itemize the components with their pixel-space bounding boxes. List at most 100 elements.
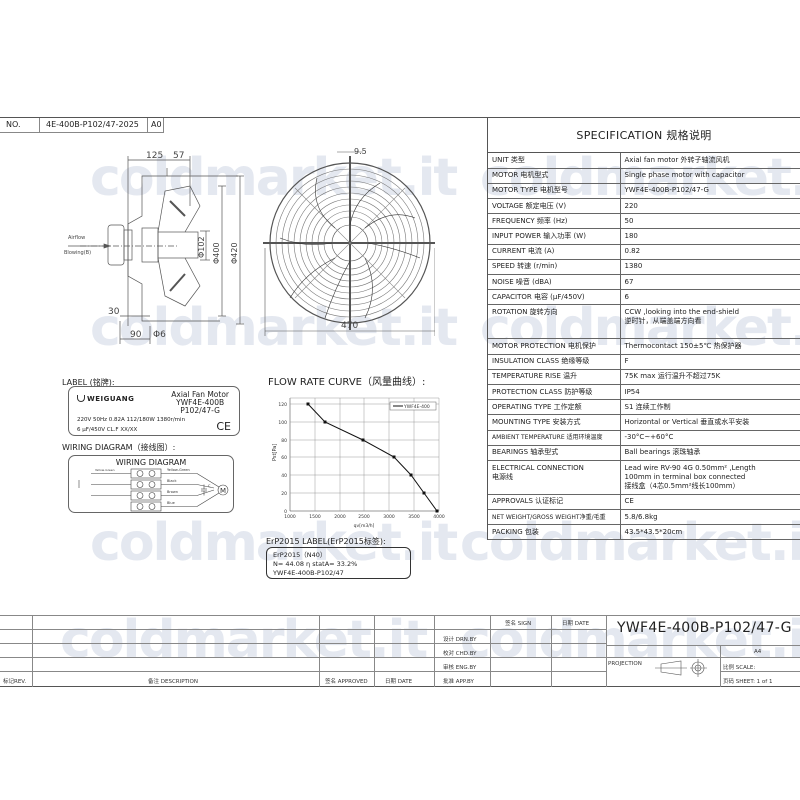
spec-row: VOLTAGE 额定电压 (V)220 <box>488 198 800 215</box>
spec-key: VOLTAGE 额定电压 (V) <box>488 198 621 215</box>
spec-title: SPECIFICATION 规格说明 <box>488 118 800 153</box>
spec-value: 43.5*43.5*20cm <box>620 524 800 541</box>
y-tick: 60 <box>281 455 287 461</box>
dim-30: 30 <box>108 307 120 317</box>
flow-rate-chart: YWF4E-400 0 20 40 60 80 100 120 1000 150… <box>272 397 445 529</box>
spec-value: 75K max 运行温升不超过75K <box>620 369 800 385</box>
spec-key: CURRENT 电流 (A) <box>488 244 621 260</box>
spec-row: NOISE 噪音 (dBA)67 <box>488 274 800 291</box>
spec-key: ROTATION 旋转方向 <box>488 304 621 340</box>
spec-value: F <box>620 354 800 370</box>
rev-header: 标记REV. <box>3 679 27 685</box>
motor-symbol-icon: M <box>220 487 226 495</box>
scale-label: 比例 SCALE: <box>723 665 756 671</box>
engineered-by: 审核 ENG.BY <box>443 665 477 671</box>
spec-value: Axial fan motor 外转子轴流风机 <box>620 153 800 169</box>
nameplate-capacitor: 6 μF/450V CL.F XX/XX <box>77 427 138 433</box>
wiring-section-title: WIRING DIAGRAM（接线图）: <box>62 443 176 452</box>
spec-key: BEARINGS 轴承型式 <box>488 445 621 461</box>
date2-header: 日期 DATE <box>562 621 590 627</box>
blowing-label: Blowing(B) <box>64 250 91 256</box>
wire-label: Yellow-Green <box>167 468 190 472</box>
wiring-schematic: Yellow-Green Yellow-Green Black Brown Bl… <box>78 468 229 512</box>
spec-value: Ball bearings 滚珠轴承 <box>620 445 800 461</box>
no-label: NO. <box>0 118 40 133</box>
erp-efficiency: N= 44.08 η statA= 33.2% <box>273 560 358 568</box>
spec-key: OPERATING TYPE 工作定额 <box>488 399 621 416</box>
dim-470: 470 <box>341 321 358 331</box>
spec-row: AMBIENT TEMPERATURE 适用环境温度-30°C~+60°C <box>488 430 800 446</box>
chart-legend <box>389 401 437 411</box>
wire-label: Blue <box>167 501 175 505</box>
weiguang-logo-icon <box>77 395 85 402</box>
x-tick: 2500 <box>358 514 370 520</box>
spec-key: MOTOR TYPE 电机型号 <box>488 183 621 200</box>
spec-value: -30°C~+60°C <box>620 430 800 446</box>
erp-label-card: ErP2015（N40） N= 44.08 η statA= 33.2% YWF… <box>266 547 411 579</box>
nameplate-model: Axial Fan Motor YWF4E-400B P102/47-G <box>171 391 229 415</box>
side-view-drawing: 125 57 30 90 Φ6 Airflow Blowing(B) Φ102 … <box>64 151 244 344</box>
spec-value: IP54 <box>620 384 800 401</box>
drawing-number: 4E-400B-P102/47-2025 <box>40 118 148 133</box>
spec-value: 5.8/6.8kg <box>620 509 800 526</box>
spec-key: MOUNTING TYPE 安装方式 <box>488 414 621 431</box>
spec-value-line: 100mm in terminal box connected <box>624 472 746 481</box>
y-tick: 40 <box>281 473 287 479</box>
spec-key: TEMPERATURE RISE 温升 <box>488 369 621 385</box>
projection-symbol-icon <box>655 659 707 677</box>
spec-key: SPEED 转速 (r/min) <box>488 259 621 276</box>
model-line: P102/47-G <box>180 406 220 415</box>
spec-value: CE <box>620 494 800 511</box>
spec-value: Thermocontact 150±5℃ 热保护器 <box>620 338 800 355</box>
x-axis-label: qv[m3/h] <box>354 523 375 529</box>
dim-125: 125 <box>146 151 163 161</box>
y-tick: 100 <box>278 420 287 426</box>
x-tick: 3000 <box>383 514 395 520</box>
x-tick: 2000 <box>334 514 346 520</box>
sign-header: 签名 SIGN <box>505 621 532 627</box>
title-block: 标记REV. 备注 DESCRIPTION 签名 APPROVED 日期 DAT… <box>0 615 800 687</box>
spec-key: NET WEIGHT/GROSS WEIGHT净重/毛重 <box>488 509 621 526</box>
ce-mark-icon: CE <box>216 420 231 433</box>
spec-value: 220 <box>620 198 800 215</box>
projection-label: PROJECTION <box>608 661 642 667</box>
capacitor-label: C <box>208 484 211 488</box>
wire-label: Black <box>167 479 177 483</box>
y-tick: 20 <box>281 491 287 497</box>
drawing-number-box: NO. 4E-400B-P102/47-2025 A0 <box>0 118 164 133</box>
spec-key-line: 电源线 <box>492 472 513 481</box>
spec-value: S1 连续工作制 <box>620 399 800 416</box>
brand: WEIGUANG <box>77 395 134 403</box>
approved-header: 签名 APPROVED <box>325 679 368 685</box>
wire-label: Brown <box>167 490 178 494</box>
spec-value: Horizontal or Vertical 垂直或水平安装 <box>620 414 800 431</box>
spec-row: FREQUENCY 频率 (Hz)50 <box>488 213 800 230</box>
dim-90: 90 <box>130 330 142 340</box>
dim-phi420: Φ420 <box>230 242 239 264</box>
spec-key: PROTECTION CLASS 防护等级 <box>488 384 621 401</box>
y-tick: 120 <box>278 402 287 408</box>
dim-57: 57 <box>173 151 184 161</box>
spec-value: Single phase motor with capacitor <box>620 168 800 184</box>
x-tick: 1500 <box>309 514 321 520</box>
dim-phi400: Φ400 <box>212 242 221 264</box>
spec-key: AMBIENT TEMPERATURE 适用环境温度 <box>488 430 621 446</box>
spec-key: CAPACITOR 电容 (μF/450V) <box>488 289 621 306</box>
y-tick: 0 <box>284 509 287 515</box>
